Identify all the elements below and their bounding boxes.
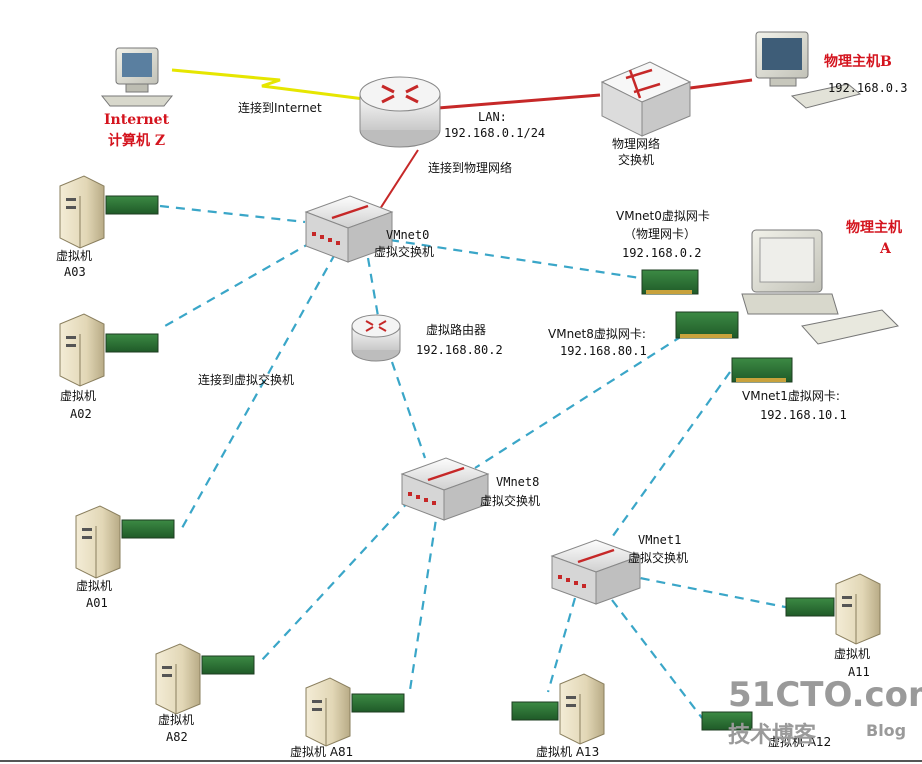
- vm-a01-label-1: 虚拟机: [76, 579, 112, 593]
- vrouter-label-2: 192.168.80.2: [416, 343, 503, 357]
- vlink-card8-vmnet8: [474, 335, 683, 469]
- vm-a11-label-1: 虚拟机: [834, 647, 870, 661]
- physical-host-a-computer: [741, 229, 899, 345]
- vrouter-label-1: 虚拟路由器: [426, 322, 486, 337]
- physical-host-b-computer: [755, 31, 862, 109]
- vm-a82: [155, 643, 255, 715]
- vmnet0-card-label-2: （物理网卡）: [624, 227, 696, 241]
- vlink-a03-vmnet0: [159, 204, 306, 224]
- vmnet1-label-2: 虚拟交换机: [628, 550, 688, 565]
- connection-lines: [159, 68, 791, 719]
- host-b-ip: 192.168.0.3: [828, 81, 907, 95]
- vlink-vmnet8-a82: [261, 499, 411, 661]
- vmnet8-card-label-2: 192.168.80.1: [560, 344, 647, 358]
- link-switch-hostb: [689, 78, 753, 90]
- vmnet8-label-1: VMnet8: [496, 475, 539, 489]
- virtual-router: [351, 314, 401, 362]
- vmnet0-label-1: VMnet0: [386, 228, 429, 242]
- phys-switch-label-1: 物理网络: [612, 136, 660, 151]
- watermark: 51CTO.com 技术博客 Blog: [728, 675, 922, 748]
- vmnet8-card-label-1: VMnet8虚拟网卡:: [548, 327, 646, 341]
- host-b-name: 物理主机B: [824, 53, 892, 70]
- vlink-vmnet0-a02: [164, 241, 313, 327]
- vm-a03-label-2: A03: [64, 265, 86, 279]
- vmnet1-card-label-1: VMnet1虚拟网卡:: [742, 389, 840, 403]
- vmnet8-switch: [400, 457, 490, 521]
- phys-switch-label-2: 交换机: [618, 152, 654, 167]
- internet-computer-z: [100, 47, 174, 107]
- vm-a13-label: 虚拟机 A13: [536, 745, 599, 759]
- watermark-brand: 51CTO.com: [728, 675, 922, 715]
- vmnet1-label-1: VMnet1: [638, 533, 681, 547]
- vlink-vmnet0-vrouter: [366, 257, 380, 317]
- to-internet-label: 连接到Internet: [238, 100, 322, 115]
- vm-a13: [511, 673, 605, 745]
- vlink-card1-vmnet1: [609, 371, 731, 541]
- internet-link: [171, 68, 373, 102]
- vm-a11-label-2: A11: [848, 665, 870, 679]
- host-a-name-1: 物理主机: [846, 219, 902, 236]
- vmnet1-network-card: [731, 357, 793, 383]
- vm-a01: [75, 505, 175, 579]
- vm-a02-label-2: A02: [70, 407, 92, 421]
- vmnet0-card-label-1: VMnet0虚拟网卡: [616, 209, 710, 223]
- vlink-vmnet8-a81: [408, 505, 440, 691]
- vm-a03: [59, 175, 159, 249]
- lan-label-2: 192.168.0.1/24: [444, 126, 545, 140]
- vm-a03-label-1: 虚拟机: [56, 249, 92, 263]
- vm-a12-label: 虚拟机 A12: [768, 735, 831, 749]
- vmnet8-network-card: [675, 311, 739, 339]
- vlink-vmnet1-a11: [624, 573, 791, 610]
- vm-a82-label-2: A82: [166, 730, 188, 744]
- vm-a12: [701, 711, 753, 731]
- vmnet0-network-card: [641, 269, 699, 295]
- vmnet8-label-2: 虚拟交换机: [480, 493, 540, 508]
- vlink-vmnet0-card0: [389, 238, 641, 280]
- vlink-vrouter-vmnet8: [390, 361, 427, 459]
- vmnet1-card-label-2: 192.168.10.1: [760, 408, 847, 422]
- vmnet0-label-2: 虚拟交换机: [374, 244, 434, 259]
- vm-a11: [785, 573, 881, 645]
- internet-pc-label-1: Internet: [104, 112, 170, 128]
- lan-label-1: LAN:: [478, 110, 507, 124]
- internet-pc-label-2: 计算机 Z: [108, 132, 165, 149]
- internet-router: [359, 76, 441, 148]
- vm-a81: [305, 677, 405, 747]
- vm-a02-label-1: 虚拟机: [60, 389, 96, 403]
- physical-switch: [600, 61, 692, 137]
- to-virtual-switch-label: 连接到虚拟交换机: [198, 372, 294, 387]
- vm-a02: [59, 313, 159, 387]
- vm-a82-label-1: 虚拟机: [158, 713, 194, 727]
- lan-link-router-switch: [437, 93, 601, 110]
- vmnet0-card-label-3: 192.168.0.2: [622, 246, 701, 260]
- host-a-name-2: A: [879, 241, 892, 257]
- to-physical-net-label: 连接到物理网络: [428, 160, 512, 175]
- vmnet1-switch: [550, 539, 642, 605]
- link-router-vmnet0: [377, 149, 419, 213]
- vlink-vmnet1-a12: [611, 599, 703, 719]
- vlink-vmnet0-a01: [181, 253, 336, 529]
- watermark-blog: Blog: [866, 721, 906, 740]
- watermark-sub: 技术博客: [728, 722, 817, 748]
- vm-a81-label: 虚拟机 A81: [290, 745, 353, 759]
- vmnet0-switch: [304, 195, 394, 263]
- vlink-vmnet1-a13: [546, 597, 577, 693]
- vm-a01-label-2: A01: [86, 596, 108, 610]
